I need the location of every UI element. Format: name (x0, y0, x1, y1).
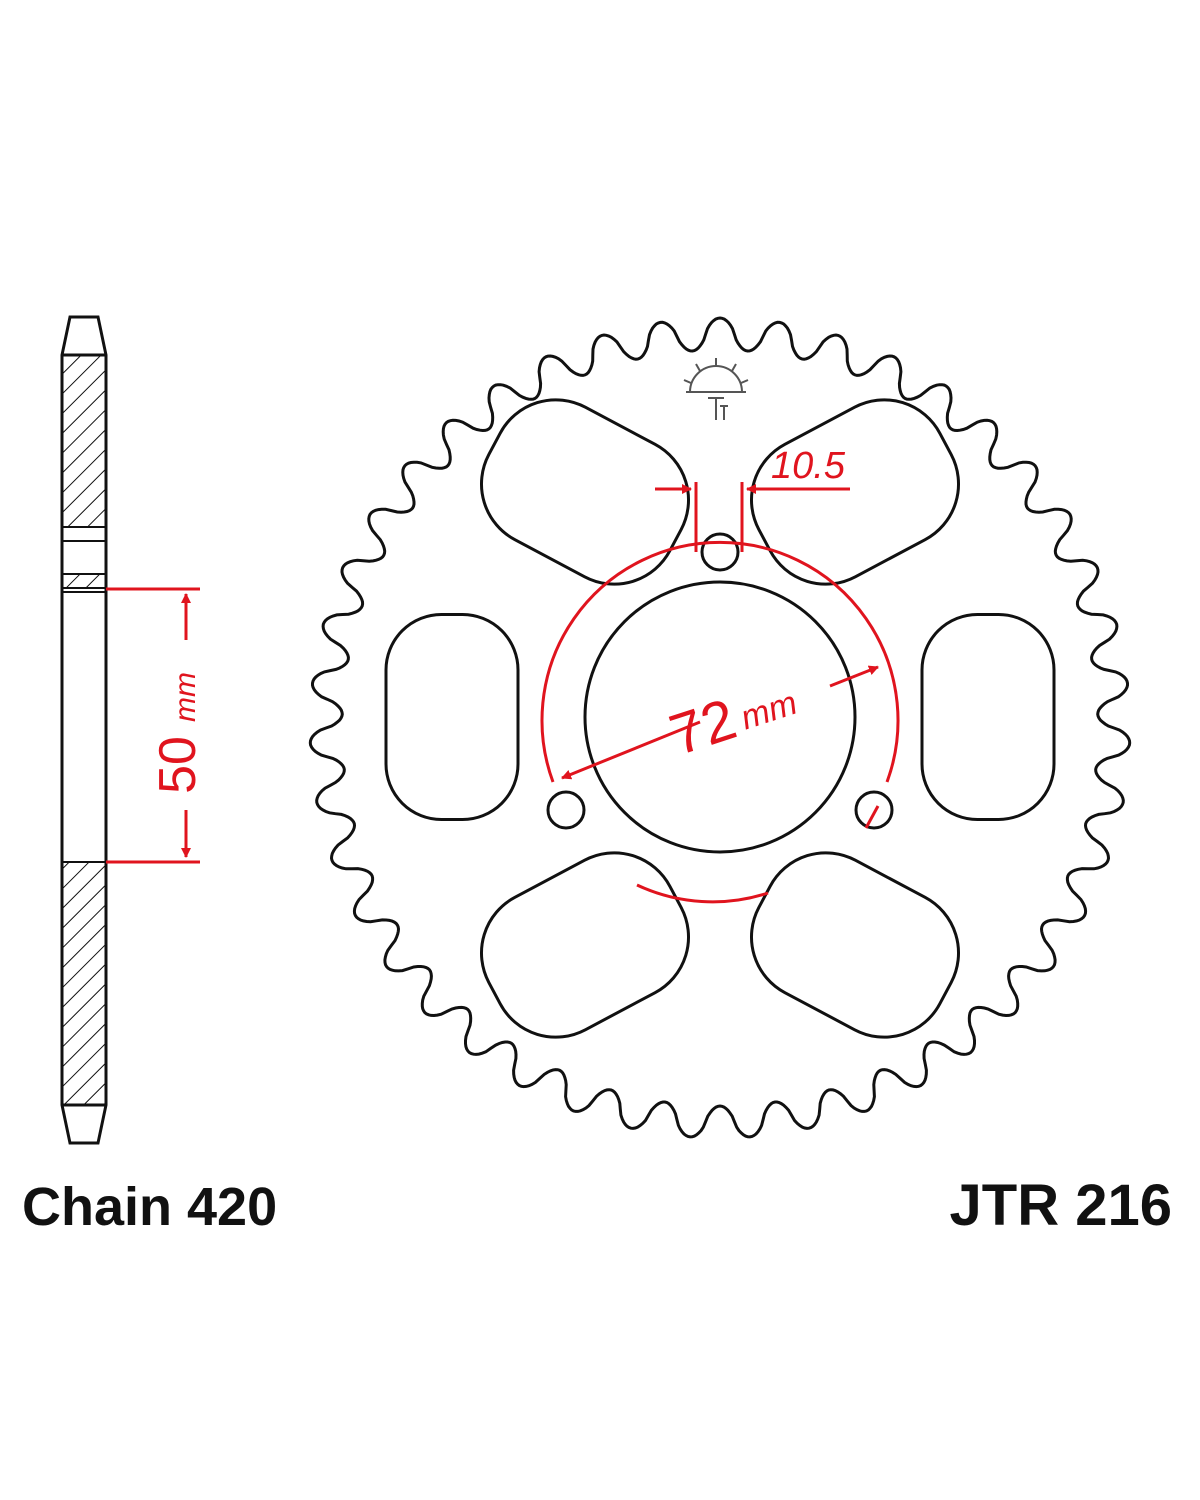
pcd-unit: mm (736, 684, 802, 738)
lightening-hole-top-left (479, 398, 691, 586)
side-view-hatch-upper (61, 354, 107, 528)
side-view-hatch-small (61, 573, 107, 589)
side-view-outline (60, 315, 108, 1145)
pcd-circle: 72 mm (540, 540, 900, 904)
side-view-hatch-lower (61, 861, 107, 1106)
pcd-value: 72 (662, 686, 743, 768)
lightening-hole-left (384, 613, 520, 821)
lightening-holes (384, 398, 1056, 1039)
lightening-hole-bottom-left (479, 851, 691, 1039)
bolt-hole-right (854, 790, 894, 830)
web-width-value: 10.5 (771, 445, 846, 487)
chain-size-label: Chain 420 (22, 1177, 277, 1237)
bolt-hole-left (546, 790, 586, 830)
hub-width-unit: mm (169, 672, 202, 722)
web-width-dimension: 10.5 (655, 445, 850, 552)
lightening-hole-right (920, 613, 1056, 821)
hub-width-value: 50 (149, 736, 207, 794)
sprocket-tooth-profile (308, 316, 1132, 1139)
lightening-hole-bottom-right (749, 851, 961, 1039)
bolt-hole-top (700, 532, 740, 572)
part-number-label: JTR 216 (950, 1173, 1172, 1238)
side-view: 50 mm Chain 420 (22, 315, 277, 1237)
center-bore (583, 580, 857, 854)
hub-width-dimension: 50 mm (106, 587, 207, 864)
jt-sun-logo-icon (683, 358, 749, 420)
front-view: 10.5 72 mm JTR 216 (308, 316, 1172, 1238)
lightening-hole-top-right (749, 398, 961, 586)
